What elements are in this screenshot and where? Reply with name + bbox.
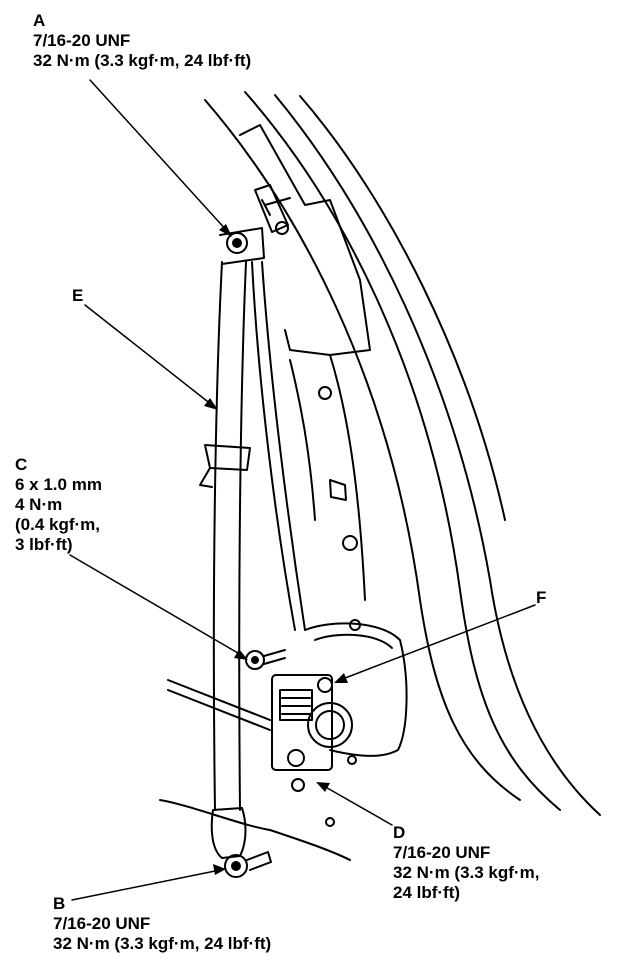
leader-c [69,554,244,657]
arrowhead-b [213,864,226,875]
lower-anchor [210,807,335,878]
arrowhead-f [334,673,348,683]
arrowhead-d [316,782,330,792]
leader-d [321,784,393,826]
callout-b-thread: 7/16-20 UNF [53,914,151,933]
leader-b [71,869,221,901]
arrowhead-a [219,224,232,237]
callout-a: A 7/16-20 UNF 32 N·m (3.3 kgf·m, 24 lbf·… [33,11,251,71]
callout-a-thread: 7/16-20 UNF [33,31,131,50]
leader-a [89,79,229,233]
callout-b-torque: 32 N·m (3.3 kgf·m, 24 lbf·ft) [53,934,272,953]
pillar-hole [342,535,358,551]
pillar-hole [318,386,332,400]
callout-d-torque-lbf: 24 lbf·ft) [393,883,461,902]
callout-d-thread: 7/16-20 UNF [393,843,491,862]
callout-c-size: 6 x 1.0 mm [15,475,102,494]
callout-d-letter: D [393,823,406,842]
retractor [245,619,408,792]
belt-webbing [199,261,306,811]
callout-c-torque-lbf: 3 lbf·ft) [15,535,73,554]
callout-c-torque: 4 N·m [15,495,63,514]
floor-outline [159,679,351,861]
callout-a-letter: A [33,11,46,30]
arrowhead-c [234,649,248,660]
callout-a-torque: 32 N·m (3.3 kgf·m, 24 lbf·ft) [33,51,252,70]
arrowhead-e [204,398,218,410]
callout-c-torque-kgf: (0.4 kgf·m, [15,515,101,534]
callout-f-letter: F [536,588,547,607]
leader-f [339,604,536,681]
callout-c-letter: C [15,455,28,474]
callout-b-letter: B [53,894,66,913]
callout-d: D 7/16-20 UNF 32 N·m (3.3 kgf·m, 24 lbf·… [393,823,539,903]
callout-e-letter: E [72,286,84,305]
callout-e: E [72,286,83,306]
leader-lines [69,79,536,901]
callout-b: B 7/16-20 UNF 32 N·m (3.3 kgf·m, 24 lbf·… [53,894,271,954]
upper-anchor-bolt [219,221,289,265]
pillar-outline [204,91,601,816]
callout-f: F [536,588,546,608]
callout-d-torque: 32 N·m (3.3 kgf·m, [393,863,540,882]
callout-c: C 6 x 1.0 mm 4 N·m (0.4 kgf·m, 3 lbf·ft) [15,455,102,555]
leader-e [84,304,213,406]
